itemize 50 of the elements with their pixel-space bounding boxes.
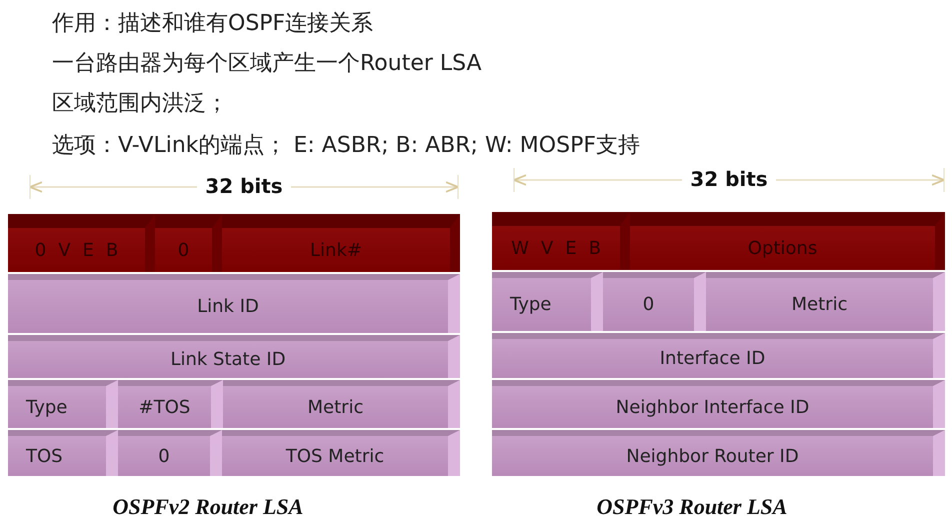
field-box [492,380,945,428]
field-label: Options [748,238,818,258]
field-box [8,274,460,333]
field-box [603,272,706,331]
figure-caption: OSPFv3 Router LSA [596,494,788,520]
field-label: Metric [792,294,848,315]
field-label: Metric [308,396,364,418]
field-label: 0 [34,240,46,260]
field-label: Interface ID [660,348,766,369]
field-box [492,333,945,378]
field-box [492,272,603,331]
field-box [223,380,460,428]
field-label: W [511,238,529,258]
field-label: Neighbor Interface ID [616,396,810,418]
note-text: 作用：描述和谁有OSPF连接关系 [52,10,374,38]
field-label: 0 [158,446,170,466]
figure-caption: OSPFv2 Router LSA [112,494,304,520]
field-label: Link# [310,240,362,260]
field-label: Neighbor Router ID [626,446,799,466]
field-box [118,430,222,476]
header-field [630,212,945,270]
header-field [222,214,460,272]
field-label: Type [26,396,68,418]
field-box [492,430,945,476]
field-label: TOS Metric [286,446,384,466]
note-text: 一台路由器为每个区域产生一个Router LSA [52,50,482,78]
header-field [8,214,155,272]
field-label: B [588,238,601,258]
field-box [222,430,460,476]
field-label: 0 [178,240,190,260]
field-label: V [58,240,71,260]
field-box [118,380,223,428]
field-label: Link State ID [170,349,286,370]
field-label: E [565,238,577,258]
field-label: #TOS [138,396,190,418]
field-label: Link ID [197,296,259,317]
field-box [706,272,945,331]
note-text: 选项：V-VLink的端点； E: ASBR; B: ABR; W: MOSPF支持 [52,132,640,160]
field-label: E [82,240,94,260]
note-text: 区域范围内洪泛； [52,90,228,118]
header-field [155,214,222,272]
field-box [8,430,118,476]
header-field [492,212,630,270]
field-label: V [540,238,554,258]
field-label: Type [510,294,552,315]
field-label: 0 [642,294,654,315]
field-box [8,380,118,428]
field-box [8,335,460,378]
field-label: TOS [26,446,63,466]
field-label: B [106,240,118,260]
